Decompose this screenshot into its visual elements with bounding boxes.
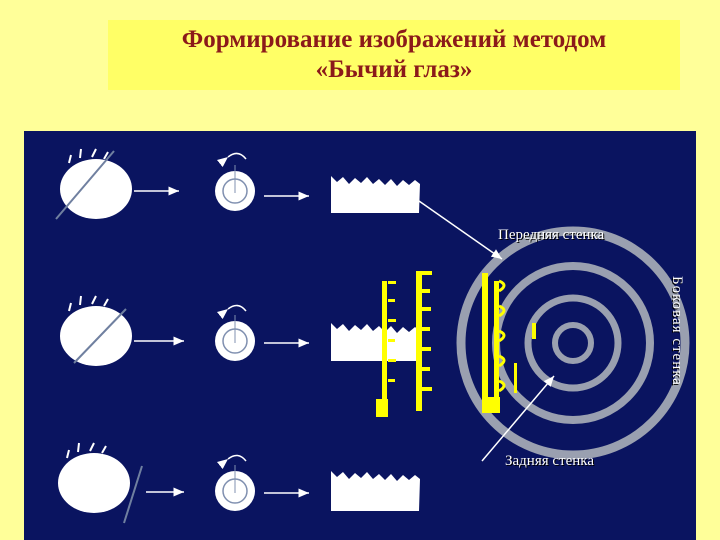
label-side-wall: Боковая стенка — [669, 276, 685, 386]
pointer-front — [418, 200, 503, 260]
yellow-glyph-columns — [376, 271, 536, 417]
heart-shape-1 — [55, 148, 132, 220]
label-side-wall-wrap: Боковая стенка — [667, 276, 687, 421]
heart-shape-2 — [60, 295, 132, 366]
scan-strip-3 — [331, 471, 420, 511]
label-front-wall: Передняя стенка — [498, 227, 605, 243]
title-line-1: Формирование изображений методом — [181, 26, 607, 53]
diagram-graphics — [55, 148, 690, 524]
rotation-circle-1 — [215, 152, 255, 211]
row-3 — [58, 442, 420, 524]
row-2 — [60, 295, 420, 366]
scan-strip-2 — [331, 323, 420, 361]
row-1 — [55, 148, 420, 220]
rotation-circle-3 — [215, 454, 255, 511]
title-line-2: «Бычий глаз» — [315, 56, 473, 83]
diagram-panel: Передняя стенка Задняя стенка Боковая ст… — [24, 131, 696, 540]
heart-shape-3 — [58, 442, 143, 524]
pointer-back — [481, 375, 555, 462]
rotation-circle-2 — [215, 304, 255, 361]
label-back-wall: Задняя стенка — [505, 453, 594, 469]
slide-title: Формирование изображений методом «Бычий … — [108, 20, 680, 90]
scan-strip-1 — [331, 176, 420, 213]
